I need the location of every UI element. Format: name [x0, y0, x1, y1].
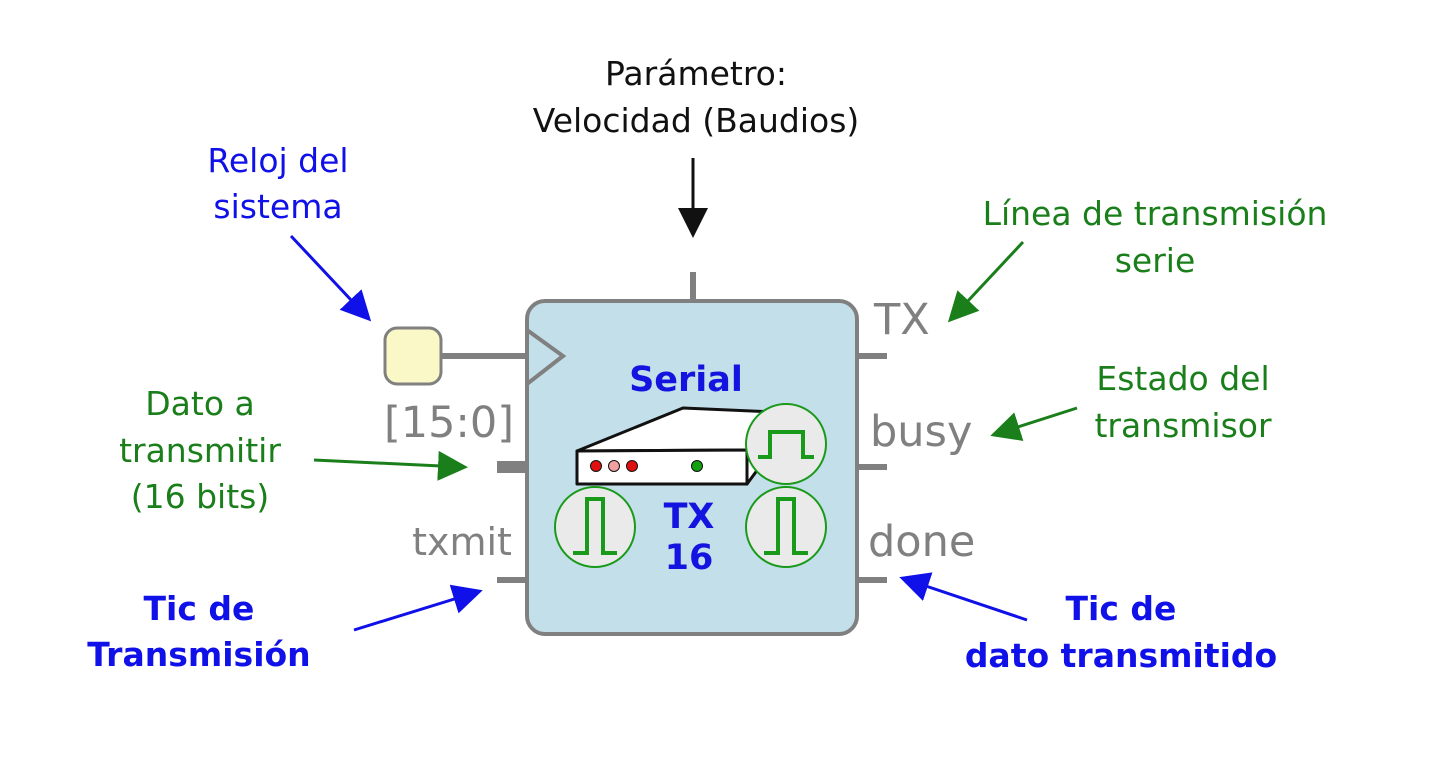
done-label-line1: Tic de — [1066, 589, 1177, 628]
tx-line-arrow — [947, 240, 1025, 323]
pulse-icon-left — [554, 486, 636, 568]
txmit-arrow — [353, 584, 483, 632]
parameter-label-line1: Parámetro: — [605, 54, 787, 93]
led-pink — [608, 460, 620, 472]
pulse-icon-right — [745, 486, 827, 568]
tx-line-label-line1: Línea de transmisión — [983, 194, 1328, 233]
txmit-port-label: txmit — [412, 520, 512, 564]
svg-text:Parámetro:: Parámetro: — [605, 54, 787, 93]
clock-label-line1: Reloj del — [207, 141, 348, 180]
svg-text:transmisor: transmisor — [1094, 406, 1272, 445]
svg-text:Tic de: Tic de — [144, 589, 255, 628]
busy-label-line2: transmisor — [1094, 406, 1272, 445]
parameter-label-line2: Velocidad (Baudios) — [533, 101, 860, 140]
svg-text:(16 bits): (16 bits) — [131, 477, 269, 516]
busy-label-line1: Estado del — [1096, 359, 1269, 398]
busy-arrow — [990, 406, 1078, 441]
led-red-1 — [590, 460, 602, 472]
svg-text:sistema: sistema — [213, 187, 342, 226]
data-label-line3: (16 bits) — [131, 477, 269, 516]
svg-text:Línea de transmisión: Línea de transmisión — [983, 194, 1328, 233]
data-bus-label: [15:0] — [384, 398, 514, 448]
svg-text:serie: serie — [1115, 241, 1196, 280]
block-sub-line1: TX — [664, 497, 715, 537]
svg-text:Estado del: Estado del — [1096, 359, 1269, 398]
data-label-line1: Dato a — [145, 384, 254, 423]
clock-input-triangle — [525, 328, 567, 386]
tx-port-label: TX — [873, 295, 930, 345]
block-sub-line2: 16 — [665, 538, 714, 578]
svg-text:Tic de: Tic de — [1066, 589, 1177, 628]
done-arrow — [899, 572, 1028, 622]
svg-text:Reloj del: Reloj del — [207, 141, 348, 180]
txmit-label-line1: Tic de — [144, 589, 255, 628]
svg-text:Transmisión: Transmisión — [87, 635, 310, 674]
led-red-2 — [626, 460, 638, 472]
svg-text:Velocidad (Baudios): Velocidad (Baudios) — [533, 101, 860, 140]
data-label-line2: transmitir — [119, 431, 281, 470]
svg-text:transmitir: transmitir — [119, 431, 281, 470]
clock-label-line2: sistema — [213, 187, 342, 226]
done-label-line2: dato transmitido — [965, 636, 1277, 675]
step-icon — [745, 403, 827, 485]
done-port-label: done — [868, 517, 975, 567]
svg-text:dato transmitido: dato transmitido — [965, 636, 1277, 675]
txmit-label-line2: Transmisión — [87, 635, 310, 674]
clock-arrow — [289, 234, 372, 322]
led-green — [691, 460, 703, 472]
data-arrow — [313, 450, 468, 481]
tx-line-label-line2: serie — [1115, 241, 1196, 280]
block-title: Serial — [629, 360, 743, 400]
clock-source[interactable] — [383, 326, 443, 386]
busy-port-label: busy — [870, 407, 972, 457]
svg-text:Dato a: Dato a — [145, 384, 254, 423]
